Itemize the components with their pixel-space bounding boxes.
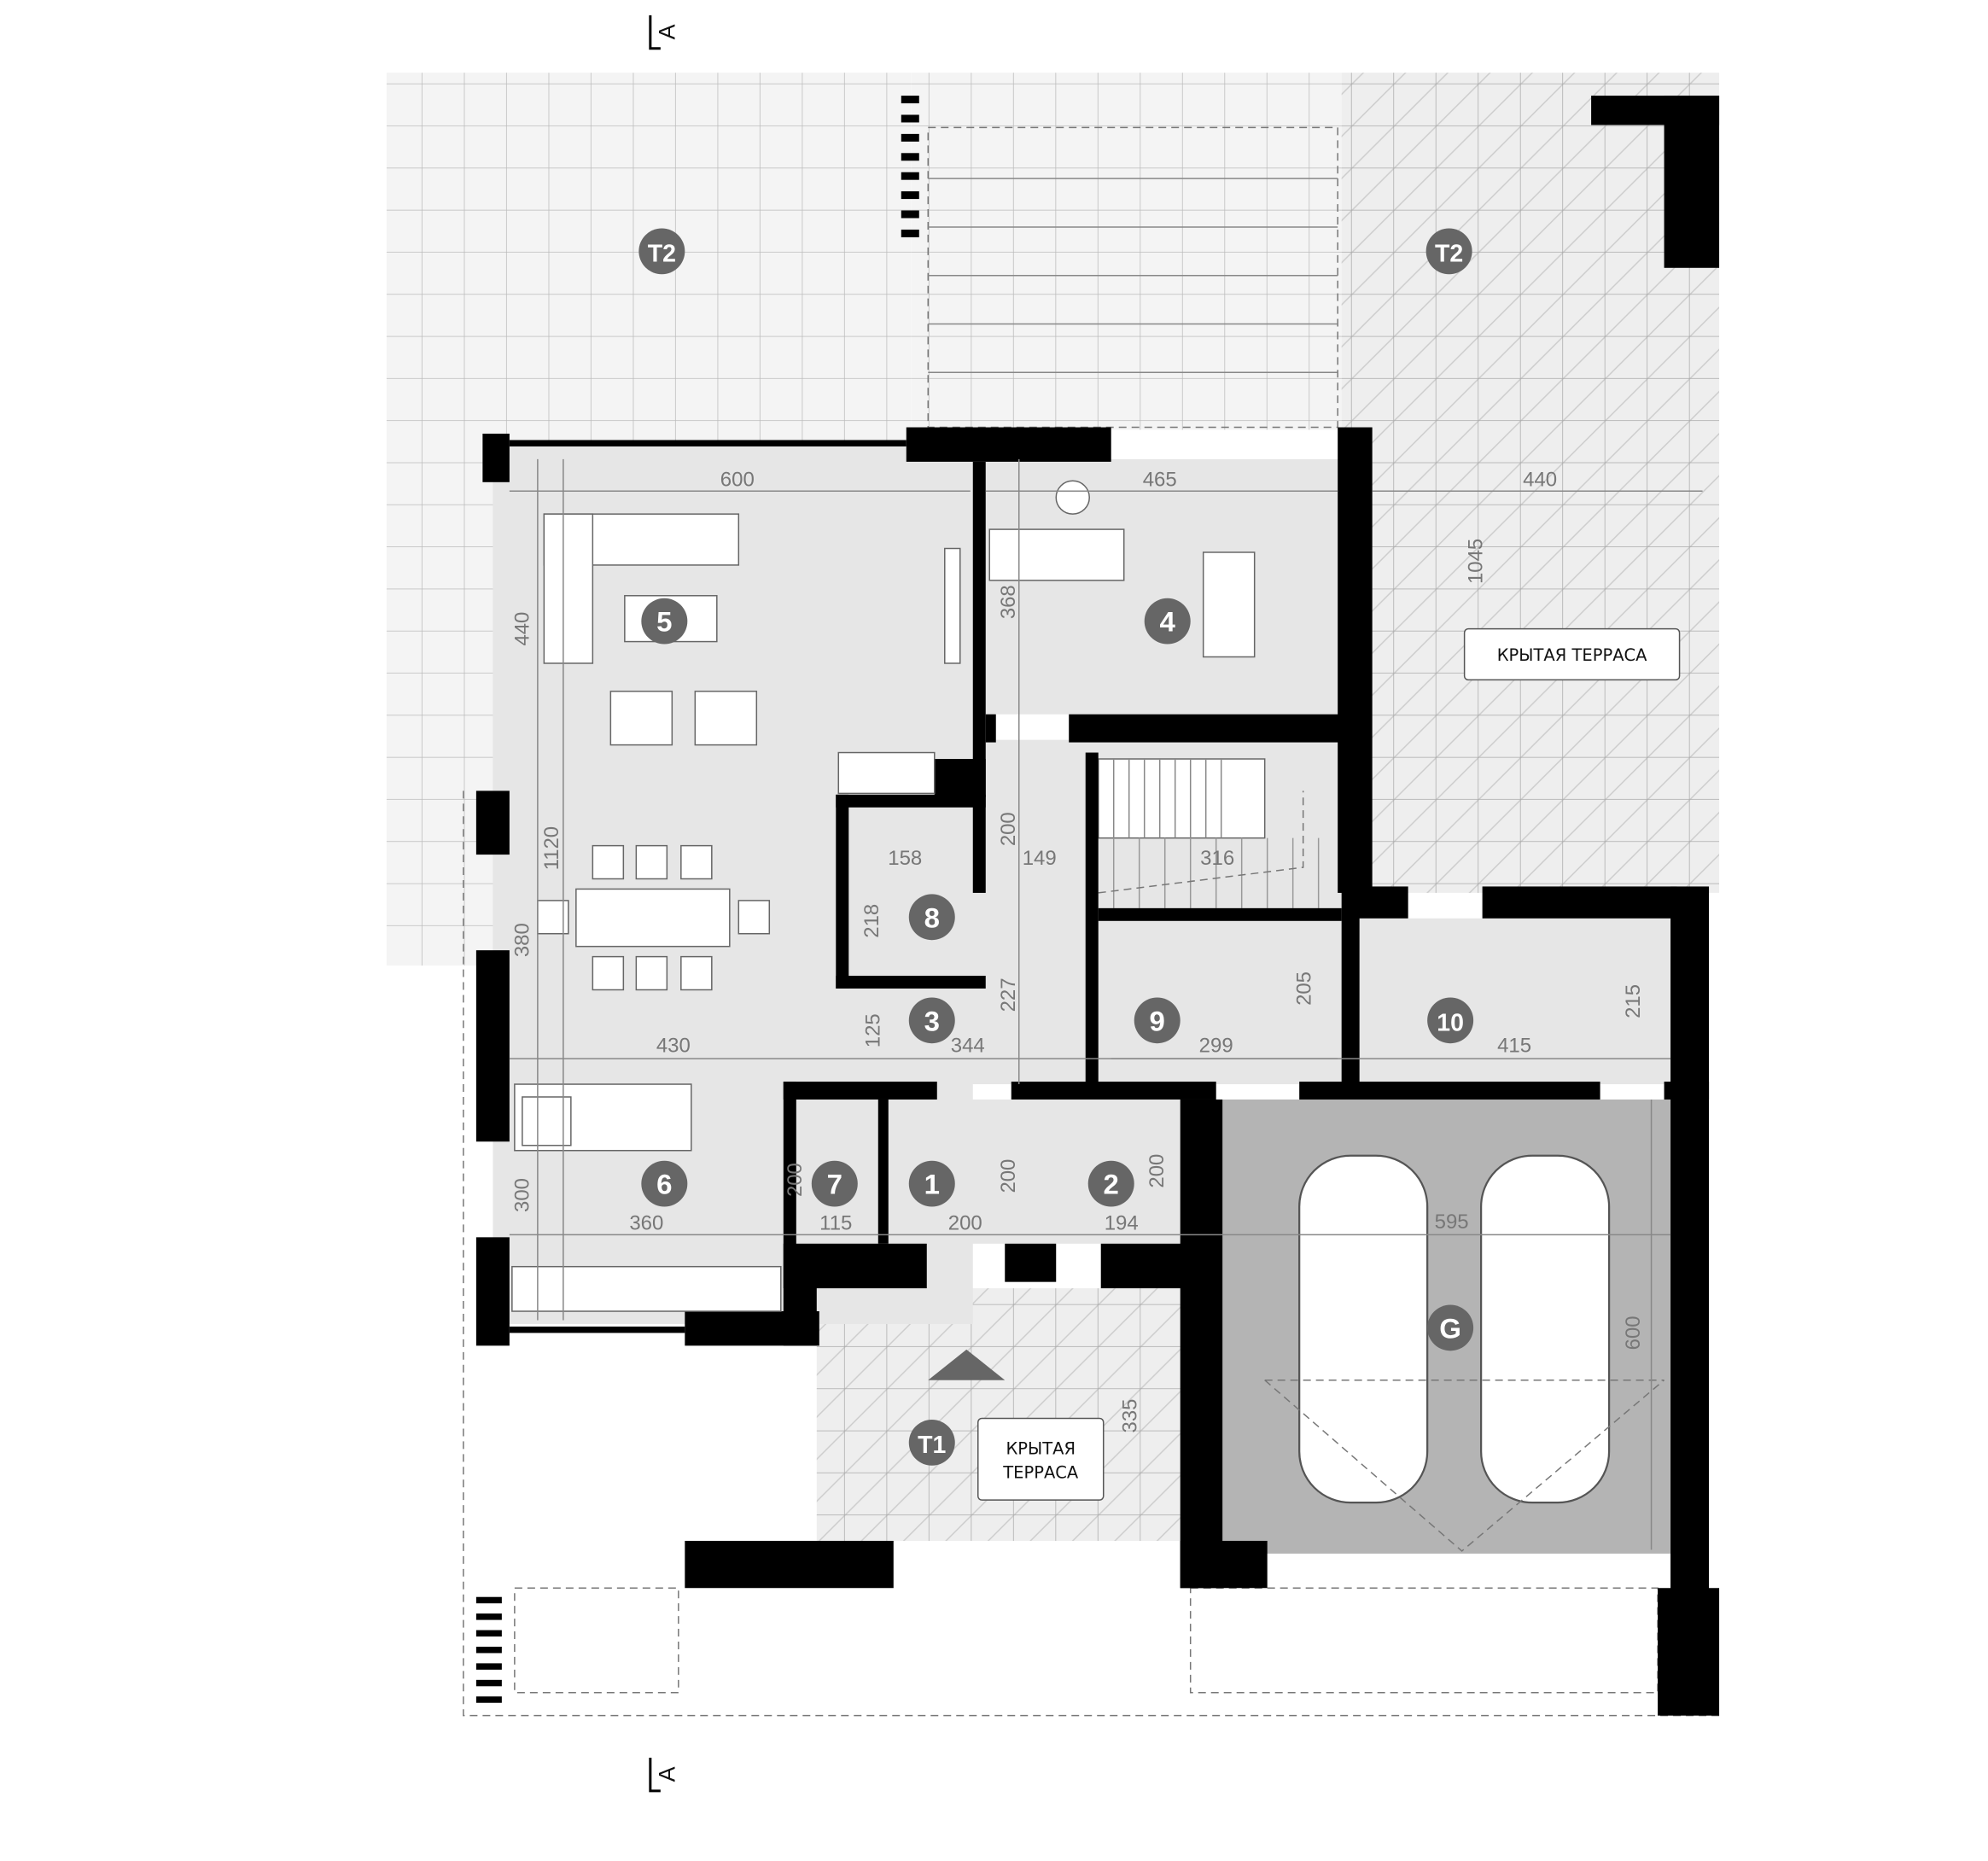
room-marker-4: 4: [1144, 598, 1191, 645]
dim-living-depth: 440: [510, 612, 533, 646]
dim-room4-depth: 368: [997, 585, 1020, 619]
dim-bath-width: 158: [888, 847, 922, 870]
dim-hall-length: 344: [951, 1035, 985, 1058]
terrace-t2-right: [1341, 73, 1720, 893]
dim-room2-depth: 200: [1146, 1154, 1169, 1188]
svg-text:КРЫТАЯ ТЕРРАСА: КРЫТАЯ ТЕРРАСА: [1497, 645, 1647, 665]
dim-room4-width: 465: [1143, 468, 1177, 491]
dim-room7-depth: 200: [784, 1163, 807, 1197]
room-marker-5: 5: [641, 598, 688, 645]
dim-kitchen-window: 300: [510, 1178, 533, 1212]
covered-terrace-label-right: КРЫТАЯ ТЕРРАСА: [1463, 627, 1681, 681]
dimension-labels: 600 465 440 440 1045 368 1120 380 200 14…: [510, 468, 1645, 1432]
cars: [1264, 1154, 1665, 1552]
dim-terrace-width: 440: [1523, 468, 1557, 491]
svg-text:2: 2: [1104, 1169, 1119, 1200]
car-left: [1298, 1154, 1429, 1504]
stair-marker-top: [901, 96, 919, 237]
dining-table: [575, 888, 731, 948]
room-marker-7: 7: [811, 1160, 858, 1207]
dim-dining-window: 380: [510, 923, 533, 957]
dim-room10-width: 415: [1497, 1035, 1531, 1058]
dim-room1-width: 200: [948, 1211, 982, 1234]
staircase: [1097, 758, 1320, 908]
dining-furniture: [537, 844, 771, 991]
svg-text:1: 1: [924, 1169, 940, 1200]
svg-text:A: A: [654, 1766, 679, 1782]
room-marker-t2-right: T2: [1425, 228, 1472, 275]
room-marker-3: 3: [908, 997, 955, 1044]
dim-hall-upper: 200: [997, 812, 1020, 846]
dim-living-width: 600: [720, 468, 755, 491]
svg-text:3: 3: [924, 1005, 940, 1036]
svg-text:G: G: [1439, 1312, 1461, 1344]
tv-unit: [944, 547, 961, 664]
room-marker-t2-left: T2: [638, 228, 685, 275]
dim-room2-width: 194: [1105, 1211, 1139, 1234]
dim-room9-width: 299: [1199, 1035, 1233, 1058]
kitchen-furniture: [511, 751, 936, 1312]
dim-bath-depth: 218: [860, 904, 883, 938]
svg-text:5: 5: [656, 606, 672, 638]
svg-text:A: A: [654, 24, 679, 39]
dim-garage-width: 595: [1435, 1211, 1469, 1234]
svg-text:4: 4: [1160, 606, 1176, 638]
outdoor-steps-top: [927, 126, 1338, 429]
dim-terrace-depth: 1045: [1465, 539, 1488, 584]
svg-text:10: 10: [1437, 1009, 1464, 1036]
outdoor-steps-bottom: [475, 1587, 1659, 1703]
svg-text:9: 9: [1150, 1005, 1165, 1036]
room-marker-1: 1: [908, 1160, 955, 1207]
section-mark-bottom: A: [649, 1757, 679, 1793]
car-right: [1480, 1154, 1611, 1504]
terrace-t2-middle: [911, 73, 1342, 430]
walls: [475, 96, 1720, 1716]
dim-room7-width: 115: [819, 1211, 852, 1234]
svg-text:T2: T2: [648, 240, 676, 267]
covered-terrace-label-t1: КРЫТАЯ ТЕРРАСА: [977, 1417, 1105, 1501]
room-marker-10: 10: [1427, 997, 1474, 1044]
svg-text:T1: T1: [918, 1432, 946, 1459]
room4-furniture: [988, 480, 1256, 658]
dim-t1-depth: 335: [1119, 1399, 1142, 1433]
dim-room9-depth: 205: [1293, 971, 1316, 1006]
svg-text:8: 8: [924, 901, 940, 933]
dim-dining-width: 430: [656, 1035, 691, 1058]
svg-text:КРЫТАЯ: КРЫТАЯ: [1006, 1438, 1076, 1458]
dim-room10-depth: 215: [1622, 984, 1645, 1018]
dim-hall-width: 149: [1023, 847, 1057, 870]
room-marker-t1: T1: [908, 1420, 955, 1466]
section-mark-top: A: [649, 15, 679, 50]
floor-room-4: [985, 458, 1342, 715]
room-marker-6: 6: [641, 1160, 688, 1207]
dimension-lines: [509, 458, 1703, 1550]
dim-hall-depth: 227: [997, 978, 1020, 1012]
room-marker-garage: G: [1427, 1304, 1474, 1351]
floor-room-10: [1356, 918, 1671, 1085]
svg-text:T2: T2: [1435, 240, 1463, 267]
floor-rooms-7-1-2: [793, 1099, 1201, 1244]
room-marker-9: 9: [1134, 997, 1181, 1044]
dim-garage-depth: 600: [1622, 1316, 1645, 1350]
living-furniture: [543, 513, 961, 746]
room-marker-2: 2: [1087, 1160, 1134, 1207]
svg-text:6: 6: [656, 1169, 672, 1200]
dim-total-depth: 1120: [540, 826, 563, 870]
svg-text:ТЕРРАСА: ТЕРРАСА: [1002, 1463, 1079, 1483]
dim-room1-depth: 200: [997, 1159, 1020, 1193]
entrance-arrow: [928, 1349, 1006, 1380]
svg-text:7: 7: [827, 1169, 842, 1200]
room-markers: 1 2 3 4 5 6 7 8 9 10 G T1 T2 T2: [638, 228, 1474, 1466]
room-marker-8: 8: [908, 894, 955, 941]
dim-kitchen-width: 360: [629, 1211, 663, 1234]
dim-stair-width: 316: [1200, 847, 1234, 870]
dim-hall-lower: 125: [861, 1013, 884, 1047]
